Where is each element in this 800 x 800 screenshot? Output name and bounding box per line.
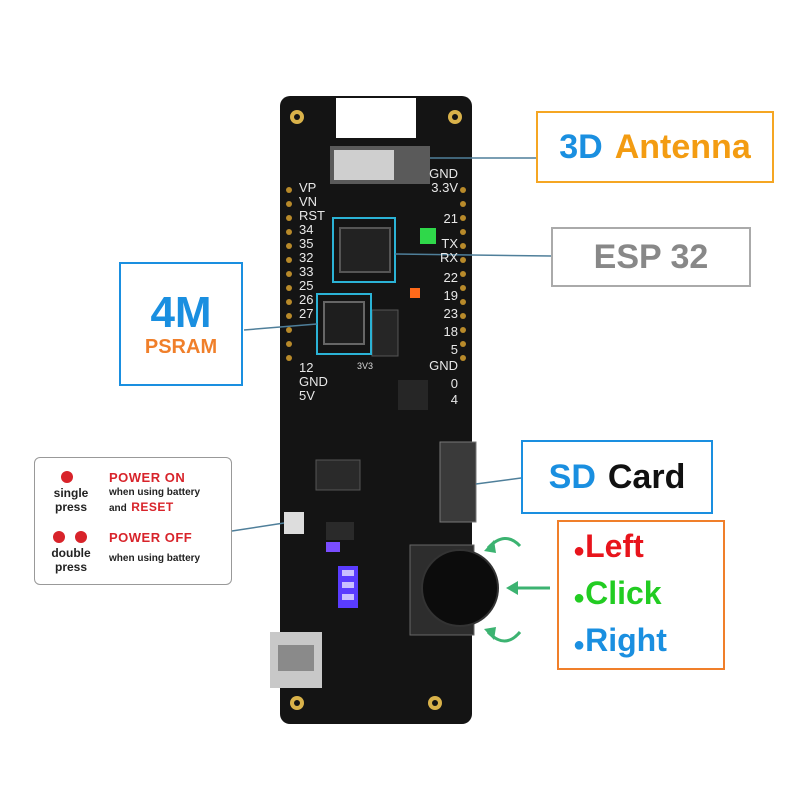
sd-card-slot	[439, 441, 477, 523]
antenna-word: Antenna	[614, 127, 751, 166]
sd-card-callout: SD Card	[521, 440, 713, 514]
sd-word: Card	[607, 457, 686, 496]
pin-label: 26	[299, 292, 314, 307]
pin-label: 5	[450, 342, 458, 357]
power-button	[284, 512, 304, 534]
pin-label: 4	[450, 392, 458, 407]
single-press-label-top: single	[53, 486, 89, 500]
bullet-icon: ●	[573, 539, 586, 562]
pin-label: 0	[450, 376, 458, 391]
esp32-label: ESP 32	[593, 237, 709, 276]
bullet-icon: ●	[573, 586, 586, 609]
power-on-title: POWER ON	[109, 470, 186, 485]
pin-label: 32	[299, 250, 314, 265]
antenna-prefix: 3D	[559, 127, 603, 166]
esp32-highlight	[332, 217, 396, 283]
power-legend: single press POWER ON when using battery…	[34, 457, 232, 585]
red-dot-icon	[53, 531, 65, 543]
red-dot-icon	[75, 531, 88, 543]
pin-label: 22	[443, 270, 458, 285]
pin-label: 19	[443, 288, 458, 303]
pin-label: GND	[429, 358, 458, 373]
esp32-callout: ESP 32	[551, 227, 751, 287]
pin-label: 35	[299, 236, 314, 251]
single-press-label-bottom: press	[54, 500, 88, 514]
pin-label: 5V	[299, 388, 315, 403]
sd-leader	[475, 477, 522, 485]
pin-label: 21	[443, 211, 458, 226]
pin-label: VN	[299, 194, 318, 209]
psram-callout: 4M PSRAM	[119, 262, 243, 386]
reset-label: RESET	[131, 500, 174, 514]
pin-label: GND	[429, 166, 458, 181]
antenna-callout: 3D Antenna	[536, 111, 774, 183]
power-on-sub: when using battery	[109, 487, 201, 498]
pin-label: 33	[299, 264, 314, 279]
antenna-cutout	[336, 98, 416, 138]
roller-wheel	[421, 549, 499, 627]
pin-label: 3.3V	[431, 180, 458, 195]
wheel-callout: ●Left ●Click ●Right	[557, 520, 725, 670]
psram-label: PSRAM	[144, 336, 218, 358]
pin-label: 23	[443, 306, 458, 321]
pin-label: TX	[441, 236, 458, 251]
psram-size: 4M	[150, 288, 212, 337]
single-press-row: single press POWER ON when using battery…	[41, 468, 227, 524]
pin-label: RST	[299, 208, 325, 223]
pin-label: 18	[443, 324, 458, 339]
pin-label: RX	[439, 250, 458, 265]
status-led	[420, 228, 436, 244]
wheel-item-click: ●Click	[573, 574, 662, 611]
pin-label: GND	[299, 374, 328, 389]
double-press-label-bottom: press	[54, 560, 88, 574]
silk-3v3: 3V3	[357, 361, 374, 371]
pin-label: 25	[299, 278, 314, 293]
psram-leader	[243, 323, 318, 331]
power-off-sub: when using battery	[109, 553, 201, 564]
esp32-chip	[339, 227, 391, 273]
red-dot-icon	[61, 471, 73, 483]
wheel-item-left: ●Left	[573, 527, 644, 564]
wheel-item-right: ●Right	[573, 621, 667, 658]
pin-headers	[286, 187, 466, 361]
esp32-leader	[394, 253, 552, 257]
pin-label: 34	[299, 222, 314, 237]
sd-prefix: SD	[548, 457, 596, 496]
double-press-row: double press POWER OFF when using batter…	[41, 528, 227, 582]
power-leader	[231, 522, 285, 532]
power-on-and: and	[109, 503, 127, 514]
pin-label: 12	[299, 360, 314, 375]
psram-chip	[323, 301, 365, 345]
bullet-icon: ●	[573, 633, 586, 656]
pin-label: 27	[299, 306, 314, 321]
power-off-title: POWER OFF	[109, 530, 193, 545]
pin-label: VP	[299, 180, 317, 195]
double-press-label-top: double	[51, 546, 91, 560]
